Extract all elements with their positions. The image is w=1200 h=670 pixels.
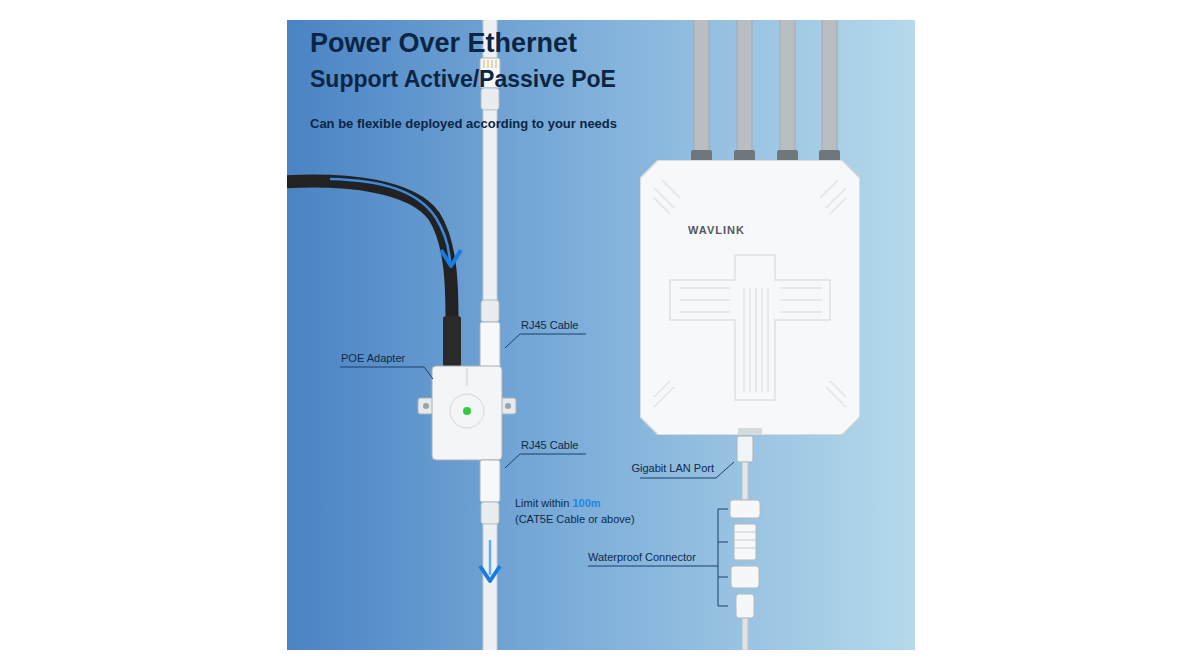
part-label: Gigabit LAN Port (631, 462, 714, 475)
part-label: POE Adapter (341, 352, 405, 365)
note-text: (CAT5E Cable or above) (515, 513, 635, 526)
title-heading: Power Over Ethernet (310, 28, 577, 59)
note-text: Limit within (515, 497, 569, 510)
distance-value: 100m (572, 497, 600, 510)
part-label: Waterproof Connector (588, 551, 696, 564)
brand-logo: WAVLINK (688, 224, 745, 237)
subtitle: Support Active/Passive PoE (310, 66, 616, 92)
part-label: RJ45 Cable (521, 439, 578, 452)
router-outline (640, 160, 860, 435)
tagline: Can be flexible deployed according to yo… (310, 117, 617, 132)
part-label: RJ45 Cable (521, 319, 578, 332)
router-housing: WAVLINK (640, 160, 860, 435)
